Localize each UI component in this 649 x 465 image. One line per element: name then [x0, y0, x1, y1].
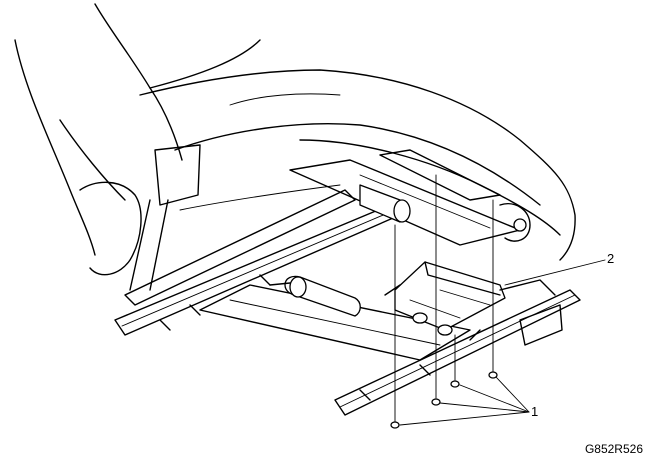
right-bolster-hardware — [499, 203, 556, 296]
left-seat-rail — [114, 204, 401, 336]
bolt-2 — [431, 398, 441, 406]
callout-1-label: 1 — [531, 404, 539, 419]
callout-2-label: 2 — [607, 251, 615, 266]
leader-lines — [399, 259, 606, 426]
bolt-4 — [488, 371, 498, 379]
seat-cushion — [139, 69, 576, 261]
right-seat-rail — [334, 289, 581, 416]
under-frame — [199, 149, 521, 361]
bolt-1 — [390, 421, 400, 429]
upper-cylinder — [359, 184, 411, 223]
motor-cylinder — [269, 275, 361, 317]
figure-code: G852R526 — [584, 442, 643, 456]
control-module — [384, 261, 506, 341]
bolts — [390, 174, 498, 429]
bolt-3 — [450, 380, 460, 388]
seat-side-frame — [79, 144, 356, 306]
seat-back — [14, 3, 261, 256]
